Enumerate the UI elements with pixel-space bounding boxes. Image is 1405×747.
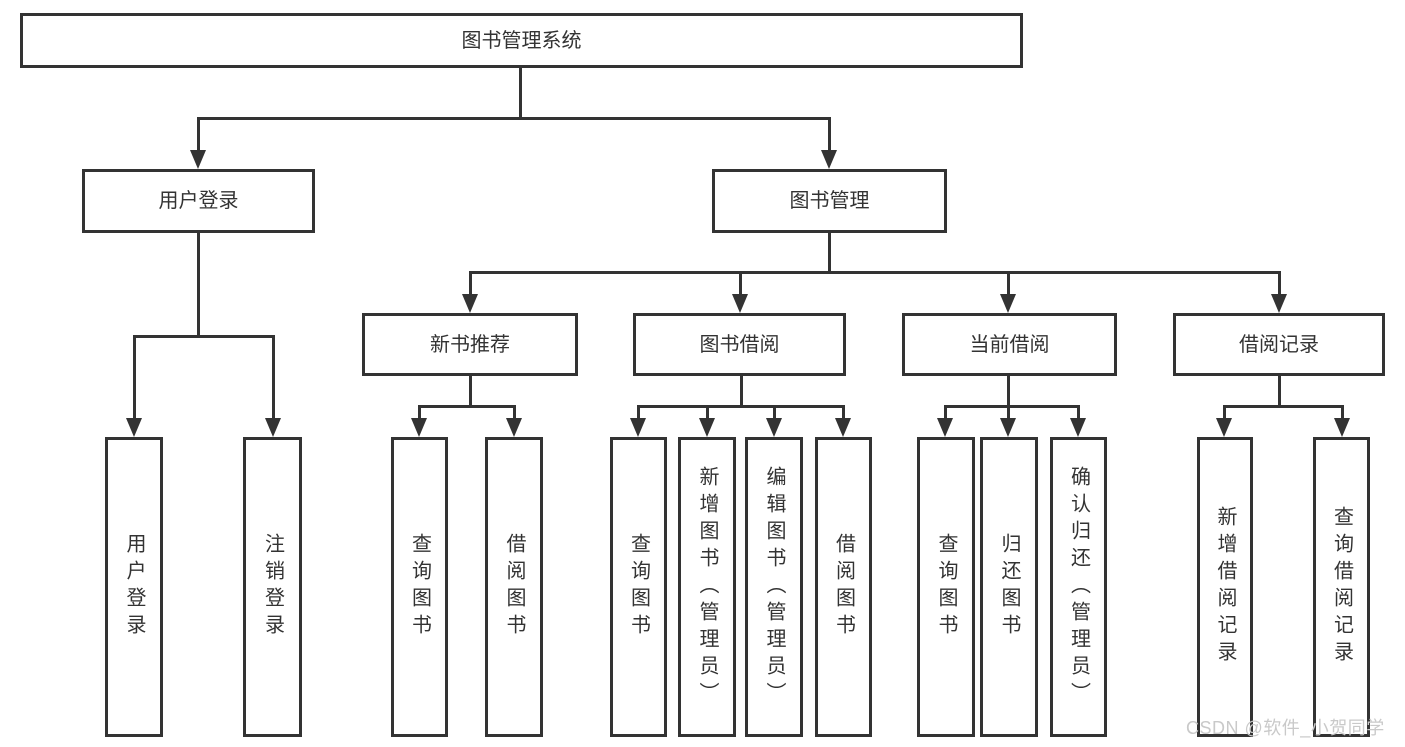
arrow-down-icon — [506, 418, 522, 437]
arrow-down-icon — [821, 150, 837, 169]
connector-line — [519, 68, 522, 118]
connector-line — [513, 405, 516, 425]
arrow-down-icon — [1000, 294, 1016, 313]
leaf-confirm-return-admin: 确认归还（管理员） — [1050, 437, 1107, 737]
connector-line — [828, 233, 831, 274]
arrow-down-icon — [1271, 294, 1287, 313]
connector-line — [1007, 405, 1010, 425]
connector-line — [1278, 376, 1281, 408]
connector-line — [740, 376, 743, 408]
connector-line — [842, 405, 845, 425]
node-current-borrowing-label: 当前借阅 — [969, 333, 1050, 356]
arrow-down-icon — [265, 418, 281, 437]
arrow-down-icon — [699, 418, 715, 437]
connector-line — [1223, 405, 1344, 408]
leaf-add-books-admin: 新增图书（管理员） — [678, 437, 736, 737]
connector-line — [773, 405, 776, 425]
arrow-down-icon — [1334, 418, 1350, 437]
connector-line — [469, 271, 472, 301]
connector-line — [706, 405, 709, 425]
node-borrowing-records-label: 借阅记录 — [1239, 333, 1319, 356]
leaf-logout: 注销登录 — [243, 437, 302, 737]
leaf-borrow-books: 借阅图书 — [815, 437, 872, 737]
connector-line — [1077, 405, 1080, 425]
node-book-borrowing-label: 图书借阅 — [699, 333, 780, 356]
connector-line — [133, 335, 275, 338]
node-new-book-recommendation-label: 新书推荐 — [430, 333, 510, 356]
leaf-borrow-books-label: 借阅图书 — [832, 533, 855, 641]
leaf-query-books-current: 查询图书 — [917, 437, 975, 737]
arrow-down-icon — [1000, 418, 1016, 437]
connector-line — [418, 405, 516, 408]
node-book-management-label: 图书管理 — [789, 190, 870, 212]
arrow-down-icon — [126, 418, 142, 437]
node-root-label: 图书管理系统 — [461, 29, 582, 52]
connector-line — [197, 233, 200, 335]
leaf-add-books-admin-label: 新增图书（管理员） — [696, 465, 718, 709]
leaf-edit-books-admin-label: 编辑图书（管理员） — [763, 465, 785, 709]
leaf-confirm-return-admin-label: 确认归还（管理员） — [1067, 465, 1090, 709]
leaf-borrow-books-recommend: 借阅图书 — [485, 437, 543, 737]
connector-line — [828, 117, 831, 157]
connector-line — [197, 117, 200, 157]
arrow-down-icon — [835, 418, 851, 437]
arrow-down-icon — [190, 150, 206, 169]
connector-line — [133, 335, 136, 425]
leaf-query-books-recommend: 查询图书 — [391, 437, 448, 737]
leaf-query-books-recommend-label: 查询图书 — [408, 533, 431, 641]
leaf-user-login: 用户登录 — [105, 437, 163, 737]
leaf-query-borrow-record: 查询借阅记录 — [1313, 437, 1370, 737]
connector-line — [637, 405, 845, 408]
csdn-watermark: CSDN @软件_小贺同学 — [1186, 718, 1385, 738]
connector-line — [197, 117, 830, 120]
arrow-down-icon — [411, 418, 427, 437]
leaf-return-books-label: 归还图书 — [998, 533, 1020, 641]
leaf-query-borrow-record-label: 查询借阅记录 — [1330, 506, 1353, 668]
node-book-management: 图书管理 — [712, 169, 947, 233]
connector-line — [1007, 376, 1010, 408]
leaf-logout-label: 注销登录 — [261, 533, 284, 641]
connector-line — [418, 405, 421, 425]
connector-line — [1223, 405, 1226, 425]
node-current-borrowing: 当前借阅 — [902, 313, 1117, 376]
connector-line — [944, 405, 1080, 408]
arrow-down-icon — [1216, 418, 1232, 437]
leaf-edit-books-admin: 编辑图书（管理员） — [745, 437, 803, 737]
connector-line — [1278, 271, 1281, 301]
connector-line — [944, 405, 947, 425]
connector-line — [272, 335, 275, 425]
connector-line — [1007, 271, 1010, 301]
arrow-down-icon — [1070, 418, 1086, 437]
leaf-add-borrow-record-label: 新增借阅记录 — [1214, 506, 1236, 668]
leaf-return-books: 归还图书 — [980, 437, 1038, 737]
connector-line — [739, 271, 742, 301]
arrow-down-icon — [766, 418, 782, 437]
connector-line — [469, 376, 472, 408]
arrow-down-icon — [937, 418, 953, 437]
arrow-down-icon — [732, 294, 748, 313]
leaf-query-books-borrow-label: 查询图书 — [627, 533, 650, 641]
leaf-borrow-books-recommend-label: 借阅图书 — [503, 533, 525, 641]
connector-line — [469, 271, 1281, 274]
leaf-user-login-label: 用户登录 — [123, 533, 145, 641]
connector-line — [637, 405, 640, 425]
node-borrowing-records: 借阅记录 — [1173, 313, 1385, 376]
node-book-borrowing: 图书借阅 — [633, 313, 846, 376]
node-root: 图书管理系统 — [20, 13, 1023, 68]
connector-line — [1341, 405, 1344, 425]
arrow-down-icon — [462, 294, 478, 313]
node-user-login: 用户登录 — [82, 169, 315, 233]
leaf-query-books-current-label: 查询图书 — [935, 533, 957, 641]
leaf-query-books-borrow: 查询图书 — [610, 437, 667, 737]
node-new-book-recommendation: 新书推荐 — [362, 313, 578, 376]
leaf-add-borrow-record: 新增借阅记录 — [1197, 437, 1253, 737]
node-user-login-label: 用户登录 — [158, 190, 239, 212]
arrow-down-icon — [630, 418, 646, 437]
